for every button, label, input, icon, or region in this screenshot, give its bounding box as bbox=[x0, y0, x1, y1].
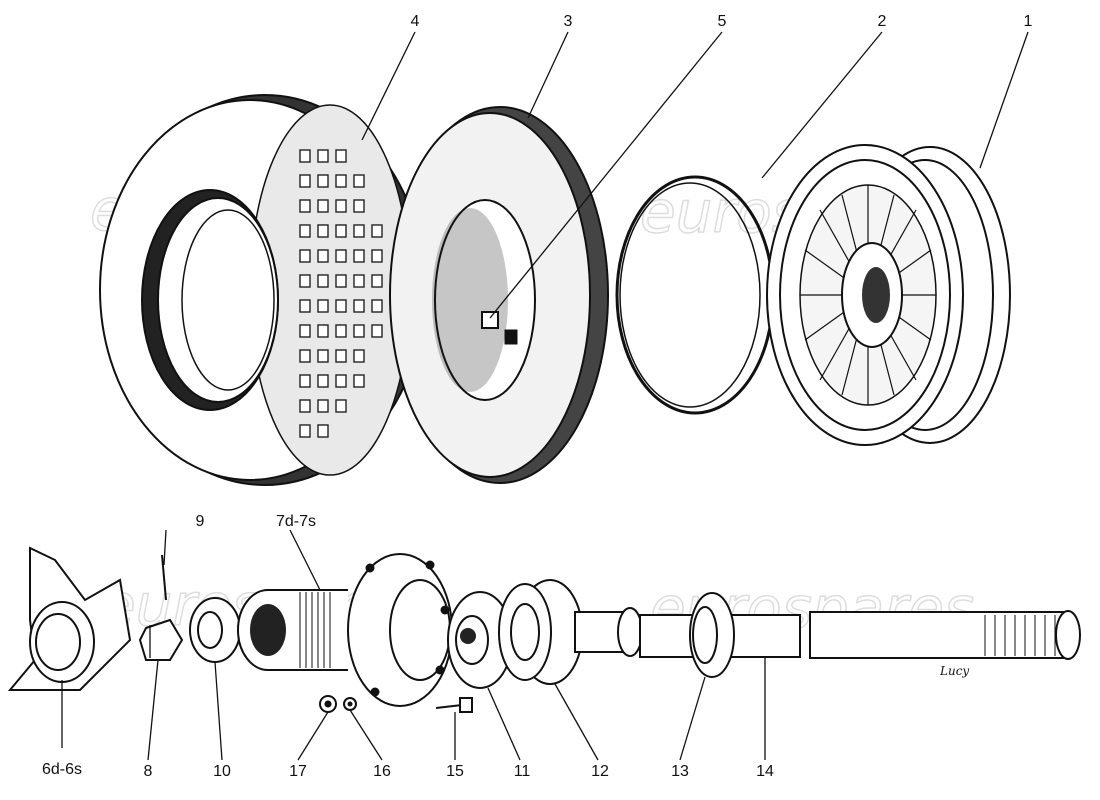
bolt-part-15 bbox=[435, 697, 473, 713]
callout-8: 8 bbox=[144, 763, 153, 780]
leader-lines bbox=[61, 31, 1029, 761]
artist-signature: Lucy bbox=[939, 664, 969, 678]
wire-wheel-part-1 bbox=[766, 144, 1011, 446]
axle-shaft-part-14 bbox=[574, 607, 1081, 660]
valve-part-5 bbox=[481, 311, 518, 345]
callout-12: 12 bbox=[591, 763, 609, 780]
callout-5: 5 bbox=[718, 13, 727, 30]
callout-13: 13 bbox=[671, 763, 689, 780]
callout-3: 3 bbox=[564, 13, 573, 30]
callout-1: 1 bbox=[1024, 13, 1033, 30]
callout-14: 14 bbox=[756, 763, 774, 780]
spinner-part-6 bbox=[7, 546, 132, 691]
inner-tube-part-3 bbox=[389, 106, 609, 484]
seal-part-10 bbox=[189, 597, 241, 663]
split-pin-part-9 bbox=[161, 554, 167, 601]
callout-6d-6s: 6d-6s bbox=[42, 761, 82, 778]
callout-7d-7s: 7d-7s bbox=[276, 513, 316, 530]
bearing-part-12 bbox=[498, 579, 583, 685]
callout-labels: 1 2 3 4 5 9 7d-7s 6d-6s 8 10 17 16 15 11… bbox=[42, 13, 1033, 780]
callout-10: 10 bbox=[213, 763, 231, 780]
collar-part-13 bbox=[689, 592, 735, 678]
hub-part-7 bbox=[237, 553, 453, 707]
nut-part-17 bbox=[319, 695, 337, 713]
callout-11: 11 bbox=[514, 763, 531, 780]
callout-17: 17 bbox=[289, 763, 307, 780]
callout-4: 4 bbox=[411, 13, 420, 30]
callout-15: 15 bbox=[446, 763, 464, 780]
castle-nut-part-8 bbox=[138, 618, 184, 661]
callout-16: 16 bbox=[373, 763, 391, 780]
seal-part-11 bbox=[447, 591, 513, 689]
tyre-part-4 bbox=[99, 94, 426, 486]
callout-2: 2 bbox=[878, 13, 887, 30]
washer-part-16 bbox=[343, 697, 357, 711]
callout-9: 9 bbox=[196, 513, 205, 530]
